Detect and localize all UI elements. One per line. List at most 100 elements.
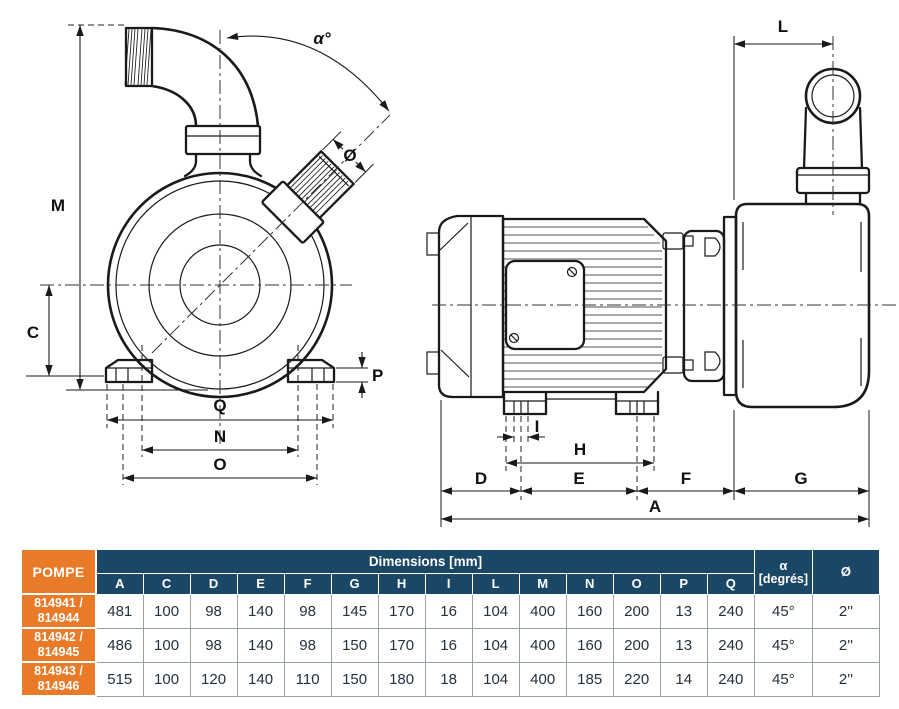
col-header-diameter: Ø [811, 548, 881, 595]
pump-technical-drawing: M C α° Ø P Q [26, 17, 897, 527]
cell: 486 [95, 627, 144, 663]
dim-label-alpha: α° [313, 29, 331, 48]
col-header-d: D [189, 572, 238, 595]
cell: 100 [142, 627, 191, 663]
cell: 400 [518, 627, 567, 663]
cell: 140 [236, 593, 285, 629]
col-header-o: O [612, 572, 661, 595]
cell: 2'' [811, 661, 881, 697]
cell: 100 [142, 661, 191, 697]
front-dimensions: M C α° Ø P Q [26, 24, 390, 485]
cell: 140 [236, 661, 285, 697]
pompe-header: POMPE [19, 548, 98, 595]
cell: 98 [283, 593, 332, 629]
pump-adapter [662, 215, 738, 397]
cell: 400 [518, 593, 567, 629]
cell: 2'' [811, 593, 881, 629]
cell: 98 [189, 593, 238, 629]
cell: 200 [612, 593, 661, 629]
cell: 45° [753, 627, 813, 663]
col-header-alpha: α [degrés] [753, 548, 813, 595]
pump-housing [734, 202, 871, 409]
dim-label-diameter: Ø [343, 146, 356, 165]
cell: 180 [377, 661, 426, 697]
side-view-pump: L I H [426, 17, 897, 527]
cell: 140 [236, 627, 285, 663]
cell: 104 [471, 593, 520, 629]
front-view-pump: M C α° Ø P Q [26, 24, 391, 485]
cell: 185 [565, 661, 614, 697]
cell: 160 [565, 593, 614, 629]
alpha-symbol: α [779, 557, 788, 573]
cell: 45° [753, 661, 813, 697]
dim-label-f: F [681, 469, 691, 488]
side-dimensions: L I H [440, 17, 870, 527]
cell: 45° [753, 593, 813, 629]
dimensions-table: POMPE Dimensions [mm] α [degrés] Ø A C D… [19, 548, 881, 697]
cell: 110 [283, 661, 332, 697]
front-centerlines [40, 30, 391, 448]
cell: 16 [424, 627, 473, 663]
dim-label-m: M [51, 196, 65, 215]
col-header-f: F [283, 572, 332, 595]
pompe-model-cell: 814941 / 814944 [19, 593, 98, 629]
cell: 170 [377, 593, 426, 629]
cell: 481 [95, 593, 144, 629]
side-centerlines [432, 36, 897, 306]
dim-label-c: C [27, 323, 39, 342]
dim-label-e: E [573, 469, 584, 488]
dim-label-i: I [535, 417, 540, 436]
cell: 98 [283, 627, 332, 663]
col-header-h: H [377, 572, 426, 595]
dim-label-a: A [649, 497, 661, 516]
col-header-e: E [236, 572, 285, 595]
pompe-model-cell: 814942 / 814945 [19, 627, 98, 663]
col-header-q: Q [706, 572, 755, 595]
table-row: 814943 / 814946 515 100 120 140 110 150 … [19, 661, 881, 697]
cell: 160 [565, 627, 614, 663]
dim-label-o: O [213, 455, 226, 474]
cell: 240 [706, 627, 755, 663]
dim-label-d: D [475, 469, 487, 488]
cell: 145 [330, 593, 379, 629]
motor-fan-cover [426, 214, 505, 399]
cell: 220 [612, 661, 661, 697]
cell: 2'' [811, 627, 881, 663]
dim-label-g: G [794, 469, 807, 488]
dim-label-q: Q [213, 396, 226, 415]
pompe-model-cell: 814943 / 814946 [19, 661, 98, 697]
pump-feet [104, 358, 336, 384]
dim-label-n: N [214, 427, 226, 446]
dim-label-l: L [778, 17, 788, 36]
cell: 18 [424, 661, 473, 697]
col-header-c: C [142, 572, 191, 595]
cell: 150 [330, 661, 379, 697]
col-header-a: A [95, 572, 144, 595]
col-header-m: M [518, 572, 567, 595]
cell: 100 [142, 593, 191, 629]
col-header-p: P [659, 572, 708, 595]
cell: 104 [471, 661, 520, 697]
cell: 98 [189, 627, 238, 663]
table-row: 814941 / 814944 481 100 98 140 98 145 17… [19, 593, 881, 629]
cell: 13 [659, 593, 708, 629]
cell: 200 [612, 627, 661, 663]
motor-feet [502, 390, 660, 416]
cell: 150 [330, 627, 379, 663]
discharge-elbow [124, 26, 263, 178]
cell: 104 [471, 627, 520, 663]
cell: 13 [659, 627, 708, 663]
col-header-n: N [565, 572, 614, 595]
col-header-i: I [424, 572, 473, 595]
cell: 120 [189, 661, 238, 697]
cell: 16 [424, 593, 473, 629]
dim-label-p: P [372, 366, 383, 385]
dimensions-header: Dimensions [mm] [95, 548, 755, 574]
cell: 240 [706, 661, 755, 697]
col-header-g: G [330, 572, 379, 595]
table-row: 814942 / 814945 486 100 98 140 98 150 17… [19, 627, 881, 663]
col-header-l: L [471, 572, 520, 595]
cell: 14 [659, 661, 708, 697]
cell: 515 [95, 661, 144, 697]
